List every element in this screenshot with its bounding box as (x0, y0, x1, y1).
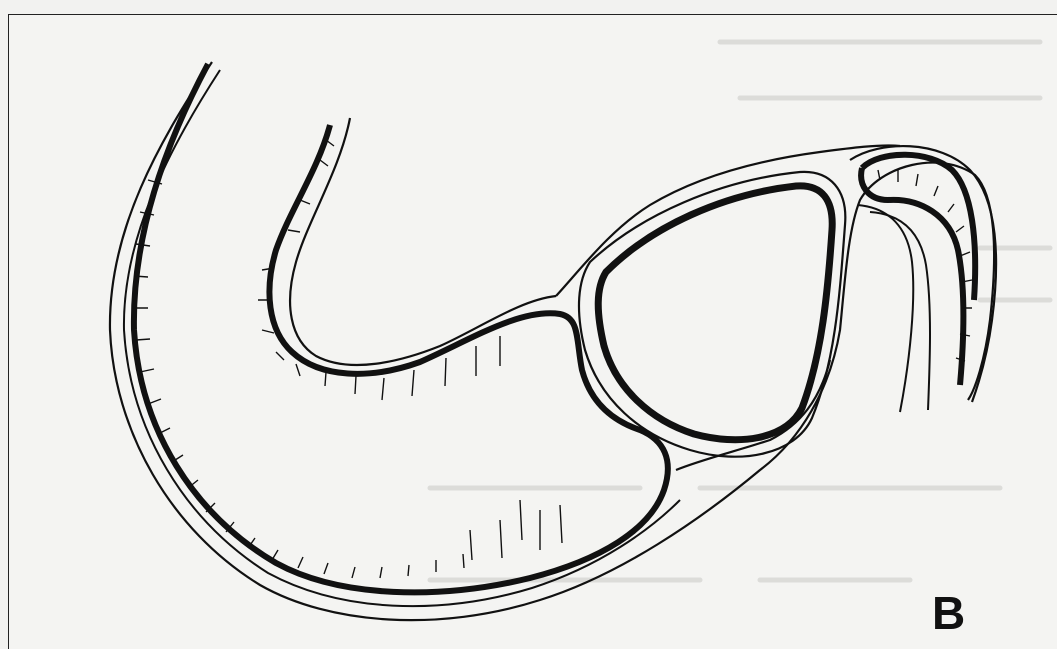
terminal-loop-inner (870, 212, 930, 410)
panel-label: B (932, 588, 965, 638)
oval-chamber-lumen (598, 186, 832, 440)
upper-arm-wall (290, 118, 556, 365)
oval-chamber-wall (579, 172, 845, 457)
mucosal-folds (134, 140, 972, 578)
bleed-through-lines (430, 42, 1050, 580)
main-chamber-lumen (134, 64, 668, 592)
outer-wall (110, 62, 994, 620)
terminal-loop-inner-2 (858, 205, 913, 412)
outer-wall-inner-line (124, 70, 680, 606)
